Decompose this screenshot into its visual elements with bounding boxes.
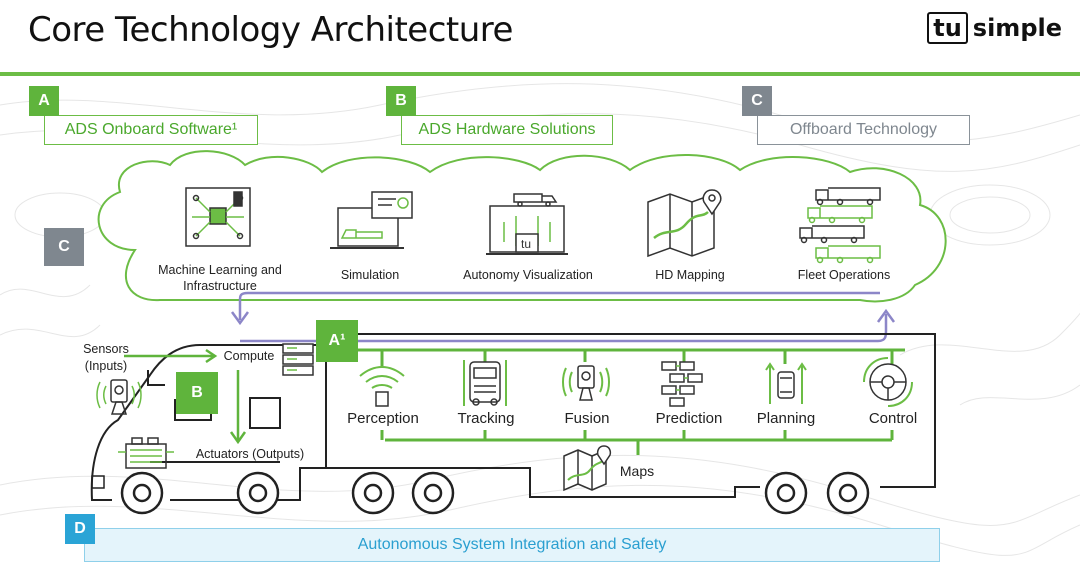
fleet-truck-4 <box>815 245 881 264</box>
wheels <box>120 471 870 515</box>
tu-screen-mark: tu <box>521 237 531 251</box>
section-a-label: ADS Onboard Software¹ <box>64 121 238 138</box>
flow-arrow-to-truck <box>238 291 880 320</box>
module-tracking: Tracking <box>457 410 515 427</box>
cloud-item-machine-learning: Machine Learning and Infrastructure <box>158 263 282 293</box>
header-divider <box>0 72 1080 76</box>
tusimple-logo: tu simple <box>927 12 1062 44</box>
hd-mapping-icon <box>647 189 722 258</box>
module-control: Control <box>868 410 918 427</box>
maps-icon <box>563 445 612 492</box>
machine-learning-icon <box>185 187 251 247</box>
fusion-icon <box>562 365 610 401</box>
maps-label: Maps <box>619 463 655 479</box>
arrowhead-up <box>876 308 896 323</box>
control-steering-icon <box>863 357 913 407</box>
section-d-label: Autonomous System Integration and Safety <box>357 536 667 553</box>
cloud-item-autonomy-visualization: Autonomy Visualization <box>463 268 593 282</box>
logo-simple-text: simple <box>972 14 1062 42</box>
logo-tu-mark: tu <box>927 12 968 44</box>
arrowhead-down <box>230 311 250 326</box>
section-c-box: Offboard Technology <box>757 115 970 145</box>
section-c-label: Offboard Technology <box>789 121 938 138</box>
offboard-cloud-badge: C <box>44 228 84 266</box>
flow-arrow-to-cloud <box>240 314 888 343</box>
fleet-truck-1 <box>815 187 881 206</box>
cloud-item-simulation: Simulation <box>340 268 400 282</box>
compute-server-icon <box>282 343 314 376</box>
section-c-badge: C <box>742 86 772 116</box>
section-d-badge: D <box>65 514 95 544</box>
onboard-software-badge: A¹ <box>316 320 358 362</box>
module-planning: Planning <box>756 410 816 427</box>
fleet-truck-2 <box>807 205 873 224</box>
sensor-camera-icon <box>96 379 142 415</box>
section-d-box: Autonomous System Integration and Safety <box>84 528 940 562</box>
cab-body <box>90 344 326 501</box>
compute-label: Compute <box>223 349 275 363</box>
module-prediction: Prediction <box>655 410 723 427</box>
autonomy-visualization-icon: tu <box>486 193 568 255</box>
module-perception: Perception <box>347 410 419 427</box>
sensors-label: Sensors (Inputs) <box>83 342 129 373</box>
section-a-badge: A <box>29 86 59 116</box>
section-b-box: ADS Hardware Solutions <box>401 115 613 145</box>
perception-icon <box>359 366 405 407</box>
cloud-item-hd-mapping: HD Mapping <box>655 268 725 282</box>
cloud-item-fleet-operations: Fleet Operations <box>797 268 891 282</box>
section-a-box: ADS Onboard Software¹ <box>44 115 258 145</box>
offboard-cloud <box>97 150 947 303</box>
actuators-label: Actuators (Outputs) <box>195 447 305 461</box>
module-fusion: Fusion <box>564 410 610 427</box>
actuator-box <box>249 397 281 429</box>
hardware-badge: B <box>176 372 218 414</box>
prediction-icon <box>661 361 703 407</box>
truck-outline <box>90 333 936 501</box>
simulation-icon <box>330 191 413 249</box>
tracking-icon <box>463 360 507 406</box>
section-b-label: ADS Hardware Solutions <box>418 121 596 138</box>
section-b-badge: B <box>386 86 416 116</box>
fleet-operations-icon <box>799 187 881 264</box>
planning-icon <box>765 362 807 404</box>
fleet-truck-3 <box>799 225 865 244</box>
page-title: Core Technology Architecture <box>28 10 513 50</box>
engine-icon <box>118 437 174 469</box>
